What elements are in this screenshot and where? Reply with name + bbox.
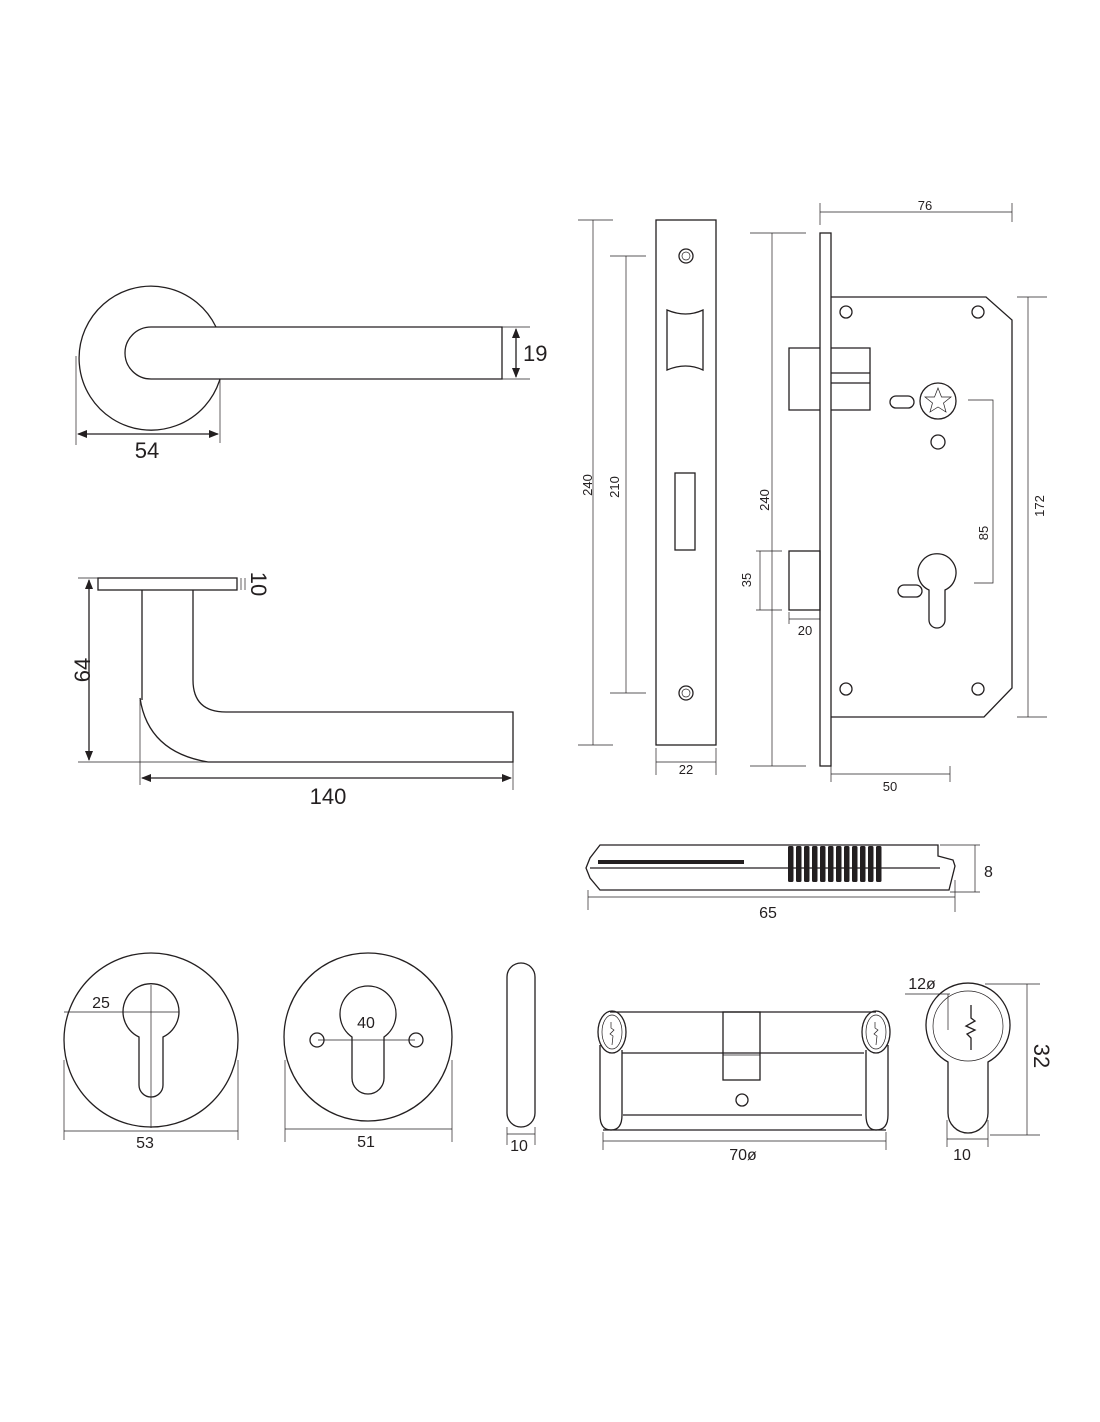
latch-bolt: [788, 347, 871, 411]
body-height-label: 172: [1032, 495, 1047, 517]
screw-spacing-label: 40: [357, 1015, 375, 1032]
faceplate-width-label: 22: [679, 762, 693, 777]
cylinder-height-label: 32: [1029, 1044, 1054, 1068]
keyhole-offset-label: 25: [92, 995, 110, 1012]
faceplate-view: 240 210 22: [578, 219, 717, 777]
escutcheon-screw-view: 40 51 10: [283, 952, 536, 1155]
deadbolt: [788, 550, 821, 611]
grip-ridge: [812, 846, 818, 882]
grip-ridge: [852, 846, 858, 882]
escutcheon-diameter-label: 53: [136, 1135, 154, 1152]
grip-ridge: [820, 846, 826, 882]
lock-case: [831, 296, 1013, 718]
lever-top-view: 19 54: [75, 285, 547, 463]
deadbolt-throw-label: 20: [798, 623, 812, 638]
cylinder-body: [603, 1011, 886, 1131]
grip-ridge: [788, 846, 794, 882]
spindle-length-label: 65: [759, 905, 777, 922]
cam: [722, 1011, 761, 1081]
spindle-grip-ridges: [788, 846, 882, 882]
screw-spacing-label: 210: [607, 476, 622, 498]
keyhole: [339, 985, 397, 1095]
bolt-opening: [674, 472, 696, 551]
grip-ridge: [828, 846, 834, 882]
deadbolt-height-label: 35: [739, 573, 754, 587]
rose-plate: [97, 577, 238, 591]
key-diameter-label: 12ø: [908, 976, 936, 993]
spindle: [585, 844, 956, 891]
escutcheon-round-view: 25 53: [63, 952, 239, 1152]
latch-opening: [666, 308, 704, 372]
grip-ridge: [836, 846, 842, 882]
cylinder-view: 70ø 12ø 32 10: [597, 976, 1054, 1164]
cylinder-length-label: 70ø: [729, 1147, 757, 1164]
keyhole: [122, 983, 180, 1098]
rose-thickness-label: 10: [246, 572, 271, 596]
lock-faceplate-length-label: 240: [757, 489, 772, 511]
cylinder-cutout: [917, 553, 957, 629]
lever-side-view: 10 64 140: [70, 572, 514, 809]
cylinder-profile: [925, 982, 1011, 1134]
lever-width-label: 19: [523, 341, 547, 366]
escutcheon-profile: [506, 962, 536, 1128]
faceplate-length-label: 240: [580, 474, 595, 496]
grip-ridge: [796, 846, 802, 882]
grip-ridge: [868, 846, 874, 882]
lock-body-view: 85 172 76 240 35 20 50: [739, 198, 1047, 794]
lever-length-label: 140: [310, 784, 347, 809]
escutcheon-screw-diameter-label: 51: [357, 1134, 375, 1151]
escutcheon-thickness-label: 10: [510, 1138, 528, 1155]
grip-ridge: [844, 846, 850, 882]
star-icon: [924, 387, 952, 413]
cylinder-width-label: 10: [953, 1147, 971, 1164]
lock-width-label: 76: [918, 198, 932, 213]
lever-handle: [124, 326, 503, 380]
backset-label: 50: [883, 779, 897, 794]
lever-profile: [139, 590, 514, 763]
grip-ridge: [876, 846, 882, 882]
grip-ridge: [860, 846, 866, 882]
center-distance-label: 85: [976, 526, 991, 540]
rose: [78, 285, 221, 431]
grip-ridge: [804, 846, 810, 882]
spindle-size-label: 8: [984, 864, 993, 881]
spindle-view: 8 65: [585, 844, 993, 922]
follower-hub: [919, 382, 957, 420]
rose-diameter-label: 54: [135, 438, 159, 463]
lever-height-label: 64: [70, 658, 95, 682]
